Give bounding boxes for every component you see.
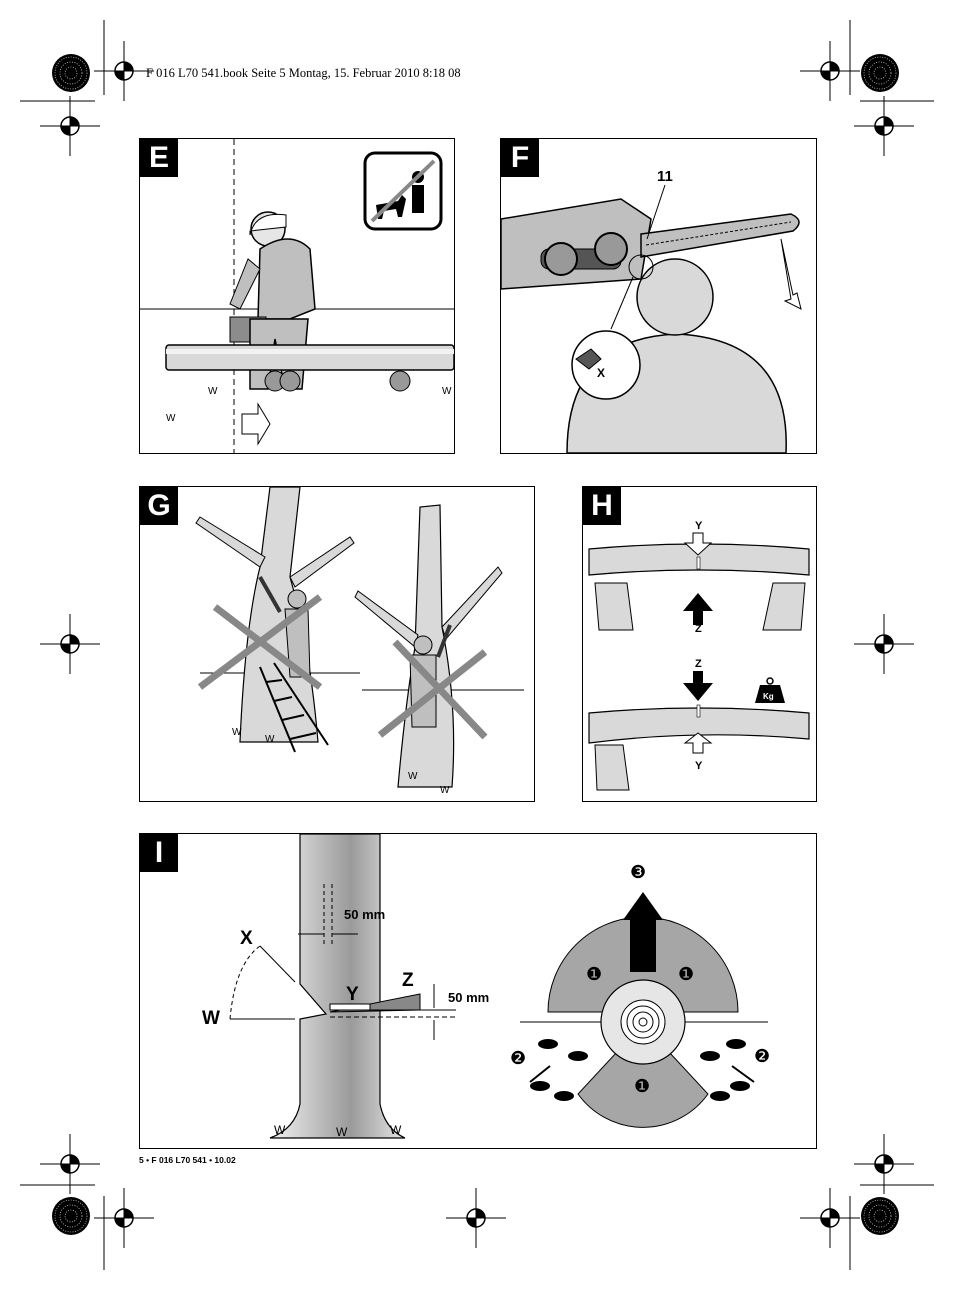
- i-m1a: ❶: [586, 964, 602, 984]
- panel-g-label: G: [140, 487, 178, 525]
- h-top-z: Z: [695, 623, 702, 635]
- svg-text:W: W: [390, 1123, 402, 1137]
- i-m3: ❸: [630, 862, 646, 882]
- tree-climbing-warning-illustration: W W W W: [195, 487, 524, 796]
- svg-text:W: W: [166, 413, 176, 424]
- svg-text:W: W: [232, 727, 242, 738]
- i-m2b: ❷: [754, 1046, 770, 1066]
- svg-text:W: W: [408, 771, 418, 782]
- log-cutting-illustration: W W W: [140, 139, 454, 453]
- panel-g: G W W W W: [139, 486, 535, 802]
- h-top-y: Y: [695, 520, 703, 532]
- panel-e-label: E: [140, 139, 178, 177]
- h-bottom-z: Z: [695, 658, 702, 670]
- i-z: Z: [402, 970, 414, 991]
- panel-f: F 11 X: [500, 138, 817, 454]
- svg-text:W: W: [440, 785, 450, 796]
- panel-h-label: H: [583, 487, 621, 525]
- panel-f-label: F: [501, 139, 539, 177]
- h-bottom-y: Y: [695, 760, 703, 772]
- panel-h: H Y Z Z Y Kg: [582, 486, 817, 802]
- no-bystanders-icon: [363, 151, 443, 231]
- i-w: W: [202, 1008, 220, 1029]
- svg-text:W: W: [442, 386, 452, 397]
- callout-x: X: [597, 366, 605, 380]
- panel-i: I 50 mm 50 mm X W Y Z W W W: [139, 833, 817, 1149]
- log-tension-illustration: Y Z Z Y Kg: [588, 520, 810, 791]
- i-m2a: ❷: [510, 1048, 526, 1068]
- i-y: Y: [346, 984, 359, 1005]
- i-dim-side: 50 mm: [448, 990, 489, 1005]
- i-m1b: ❶: [678, 964, 694, 984]
- i-m1c: ❶: [634, 1076, 650, 1096]
- chainsaw-kickback-illustration: 11 X: [501, 168, 802, 453]
- kg-weight-icon: Kg: [755, 677, 785, 703]
- svg-text:W: W: [265, 734, 275, 745]
- panel-i-label: I: [140, 834, 178, 872]
- felling-cut-illustration: 50 mm 50 mm X W Y Z W W W ❸ ❶ ❶ ❶ ❷ ❷: [202, 834, 770, 1139]
- callout-11: 11: [657, 168, 673, 185]
- svg-text:W: W: [208, 386, 218, 397]
- svg-text:W: W: [274, 1123, 286, 1137]
- panel-e: E W W W: [139, 138, 455, 454]
- i-dim-top: 50 mm: [344, 907, 385, 922]
- svg-text:W: W: [336, 1125, 348, 1139]
- kg-label: Kg: [763, 692, 774, 701]
- i-x: X: [240, 928, 253, 949]
- header-line: F 016 L70 541.book Seite 5 Montag, 15. F…: [146, 66, 461, 80]
- footer-line: 5 • F 016 L70 541 • 10.02: [139, 1155, 236, 1165]
